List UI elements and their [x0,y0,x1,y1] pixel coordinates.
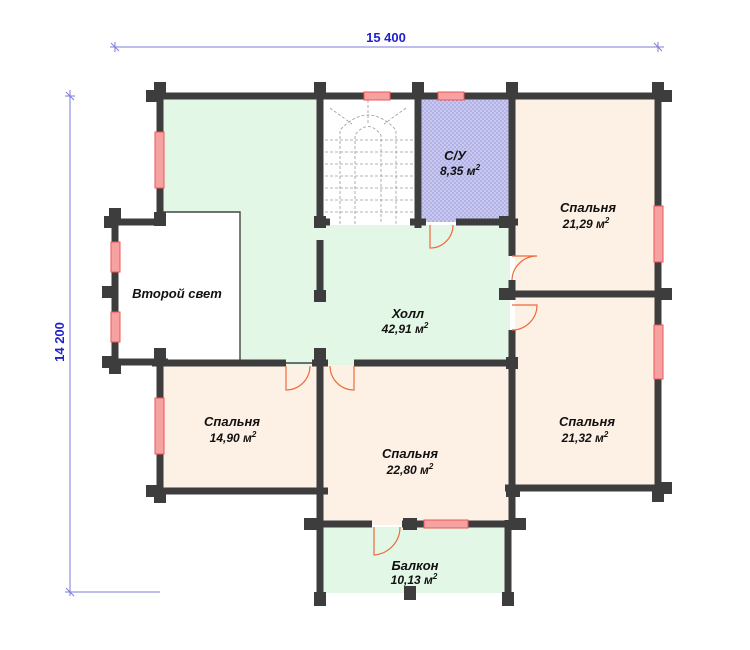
hall-fill [160,95,510,365]
room-name-bedroom-left: Спальня [204,414,260,429]
balcony-fill [322,527,508,593]
window [653,205,664,263]
window [110,241,121,273]
room-name-bedroom-top-right: Спальня [560,200,616,215]
window [363,91,391,101]
room-area-balcony: 10,13 м2 [391,572,438,587]
bedroom-center-fill [322,365,510,525]
bedroom-top-right-fill [515,96,658,294]
doors [285,224,538,556]
window [154,397,165,455]
height-dimension-label: 14 200 [52,322,67,362]
windows [110,91,664,529]
window [653,324,664,380]
door [285,365,311,391]
door [373,526,401,556]
room-area-bedroom-bottom-right: 21,32 м2 [561,430,609,445]
window [437,91,465,101]
room-labels: С/У 8,35 м2 Спальня 21,29 м2 Второй свет… [132,148,616,587]
room-name-hall: Холл [391,306,424,321]
room-name-second-light: Второй свет [132,286,222,301]
width-dimension-label: 15 400 [366,30,406,45]
window [154,131,165,189]
room-name-su: С/У [444,148,467,163]
bedroom-bottom-right-fill [515,298,658,488]
bath-fill [420,96,510,222]
staircase [325,100,415,224]
room-name-bedroom-bottom-right: Спальня [559,414,615,429]
room-area-hall: 42,91 м2 [381,321,429,336]
window [423,519,469,529]
dimension-lines [65,42,664,597]
room-area-bedroom-left: 14,90 м2 [210,430,257,445]
door [511,304,538,331]
room-area-su: 8,35 м2 [440,163,481,178]
window [110,311,121,343]
room-name-balcony: Балкон [391,558,438,573]
staircase-fill [322,96,418,224]
room-area-bedroom-top-right: 21,29 м2 [562,216,610,231]
door [511,255,538,281]
room-name-bedroom-center: Спальня [382,446,438,461]
log-ends [102,82,672,606]
door [429,224,454,249]
bedroom-left-fill [160,365,320,491]
door [329,365,355,391]
room-fills [160,95,658,593]
room-area-bedroom-center: 22,80 м2 [386,462,434,477]
